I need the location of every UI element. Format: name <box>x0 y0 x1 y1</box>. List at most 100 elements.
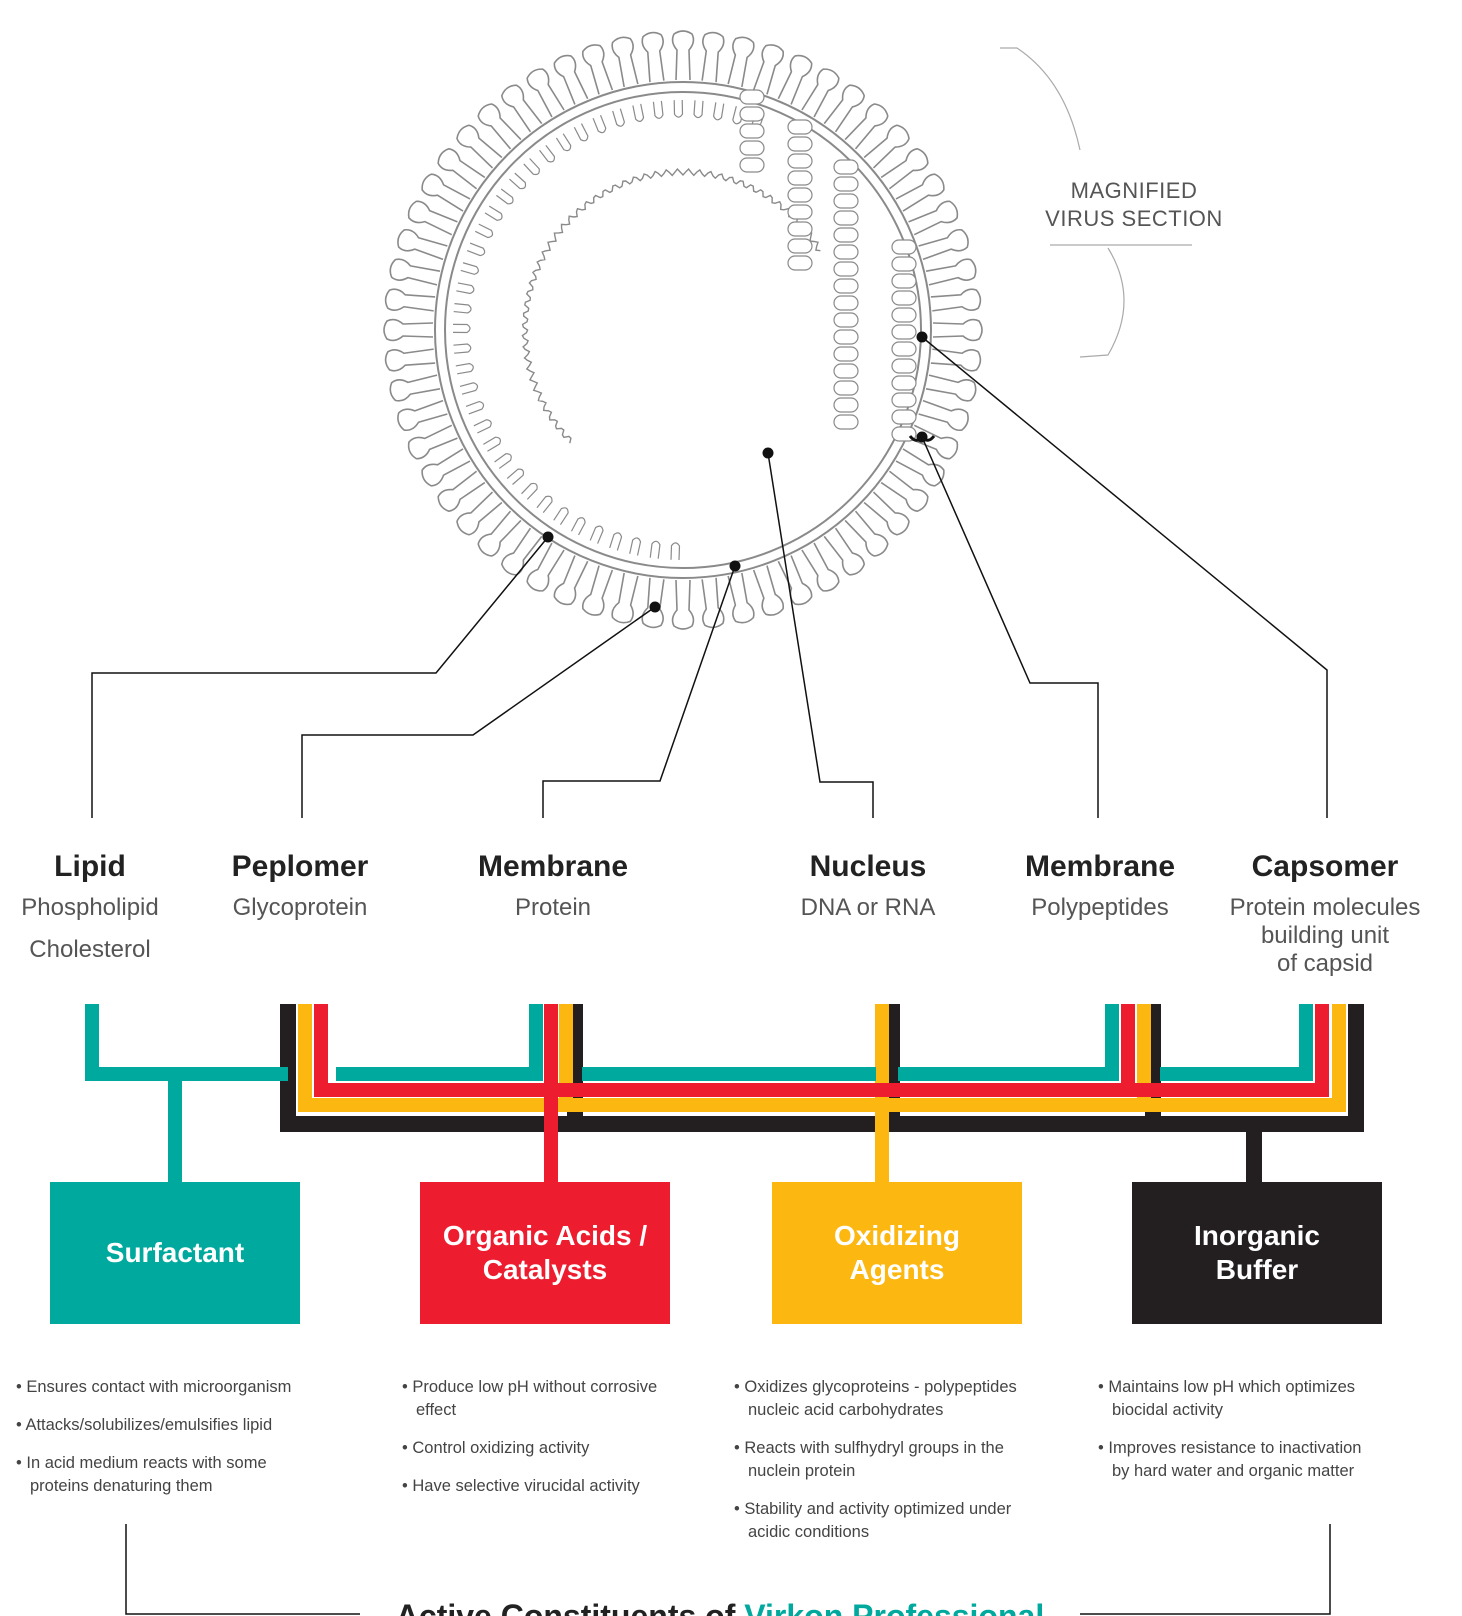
capsomer-unit <box>739 89 765 105</box>
bullet-line: • Have selective virucidal activity <box>402 1477 641 1495</box>
constituent-name: Agents <box>850 1254 945 1285</box>
capsid-loop <box>506 468 525 485</box>
peplomer-spike <box>384 348 436 372</box>
bullet-line: • Ensures contact with microorganism <box>16 1378 291 1396</box>
capsid-loop <box>712 102 725 121</box>
capsid-loop <box>466 242 486 257</box>
lipid-leader-dot <box>542 531 554 543</box>
capsid-loop <box>460 262 479 275</box>
peplomer-spike <box>389 258 441 286</box>
peplomer-spike <box>581 565 614 616</box>
capsid-loop <box>452 323 471 334</box>
peplomer-spike <box>701 31 725 83</box>
footer-title: Active Constituents of Virkon Profession… <box>396 1598 1044 1616</box>
peplomer-spike <box>863 124 910 169</box>
constituent-box-bg <box>772 1182 1022 1324</box>
capsomer-unit <box>787 153 813 169</box>
capsomer-unit <box>787 238 813 254</box>
peplomer-spike <box>880 147 929 190</box>
peplomer-spike <box>752 44 785 95</box>
capsid-loop <box>494 453 512 469</box>
capsomer-unit <box>833 278 859 294</box>
constituent-bullets-0: • Ensures contact with microorganism• At… <box>16 1378 291 1495</box>
capsid-loop <box>496 188 514 205</box>
color-connectors <box>85 1004 1364 1182</box>
peplomer-leader <box>301 606 656 818</box>
capsid-loop <box>484 205 503 221</box>
peplomer-spike <box>918 228 969 261</box>
peplomer-spike <box>437 147 486 190</box>
peplomer-spike <box>553 555 589 606</box>
constituent-name: Oxidizing <box>834 1220 960 1251</box>
capsid-loop <box>459 382 479 395</box>
capsomer-unit <box>891 375 917 391</box>
peplomer-spike <box>727 572 755 624</box>
peplomer-spike <box>925 258 977 286</box>
capsomer-unit <box>891 307 917 323</box>
capsid-loop <box>483 436 501 452</box>
capsid-loop <box>453 303 472 314</box>
capsomer-unit <box>833 329 859 345</box>
yellow-connector <box>1144 1004 1346 1112</box>
component-subtitle: Glycoprotein <box>233 894 368 921</box>
peplomer-spike <box>526 68 565 118</box>
bullet-line: • Produce low pH without corrosive <box>402 1378 657 1396</box>
component-subtitle: Phospholipid <box>21 894 158 921</box>
constituent-bullets-3: • Maintains low pH which optimizesbiocid… <box>1098 1378 1361 1480</box>
peplomer-spike <box>801 542 840 592</box>
capsomer-unit <box>787 221 813 237</box>
capsid-loop <box>465 400 485 415</box>
capsomer-leader <box>921 336 1328 818</box>
constituent-box-bg <box>420 1182 670 1324</box>
capsid-loop <box>732 106 745 125</box>
capsomer-unit <box>787 119 813 135</box>
capsomer-unit <box>833 261 859 277</box>
peplomer-spike <box>752 565 785 616</box>
peplomer-spike <box>397 399 448 432</box>
capsomer-unit <box>833 176 859 192</box>
leader-lines <box>91 331 1328 818</box>
teal-connector <box>898 1004 1119 1081</box>
capsomer-unit <box>739 140 765 156</box>
constituent-bullets-1: • Produce low pH without corrosiveeffect… <box>402 1378 657 1495</box>
peplomer-spike <box>456 124 503 169</box>
footer-prefix: Active Constituents of <box>396 1598 744 1616</box>
peplomer-spike <box>671 30 695 81</box>
bullet-line: • Improves resistance to inactivation <box>1098 1439 1361 1457</box>
membrane-protein-leader-dot <box>729 560 741 572</box>
peplomer-spike <box>918 399 969 432</box>
virus-components: LipidPhospholipidCholesterolPeplomerGlyc… <box>21 850 1420 977</box>
peplomer-spike <box>611 36 639 88</box>
red-connector <box>314 1004 882 1097</box>
peplomer-spike <box>407 200 458 236</box>
capsomer-unit <box>891 392 917 408</box>
capsomer-unit <box>833 397 859 413</box>
capsid-loop <box>573 123 589 142</box>
peplomer-spike <box>844 510 889 557</box>
capsomer-unit <box>891 341 917 357</box>
peplomer-spike <box>611 572 639 624</box>
component-subtitle: Protein <box>515 894 591 921</box>
peplomer-spike <box>397 228 448 261</box>
bullet-line: • Stability and activity optimized under <box>734 1500 1012 1518</box>
peplomer-spike <box>389 374 441 402</box>
red-connector <box>1128 1004 1329 1097</box>
capsid-loop <box>539 144 556 163</box>
peplomer-spike <box>777 54 813 105</box>
peplomer-spike <box>701 577 725 629</box>
peplomer-spike <box>477 510 522 557</box>
capsomer-unit <box>739 123 765 139</box>
footer: Active Constituents of Virkon Profession… <box>125 1524 1331 1616</box>
capsid-loop <box>649 540 661 559</box>
capsid-loop <box>670 542 681 561</box>
capsomer-unit <box>891 358 917 374</box>
bullet-line: biocidal activity <box>1112 1401 1224 1419</box>
magnified-bracket-top <box>1000 47 1081 151</box>
bullet-line: • In acid medium reacts with some <box>16 1454 267 1472</box>
component-subtitle: Polypeptides <box>1031 894 1168 921</box>
